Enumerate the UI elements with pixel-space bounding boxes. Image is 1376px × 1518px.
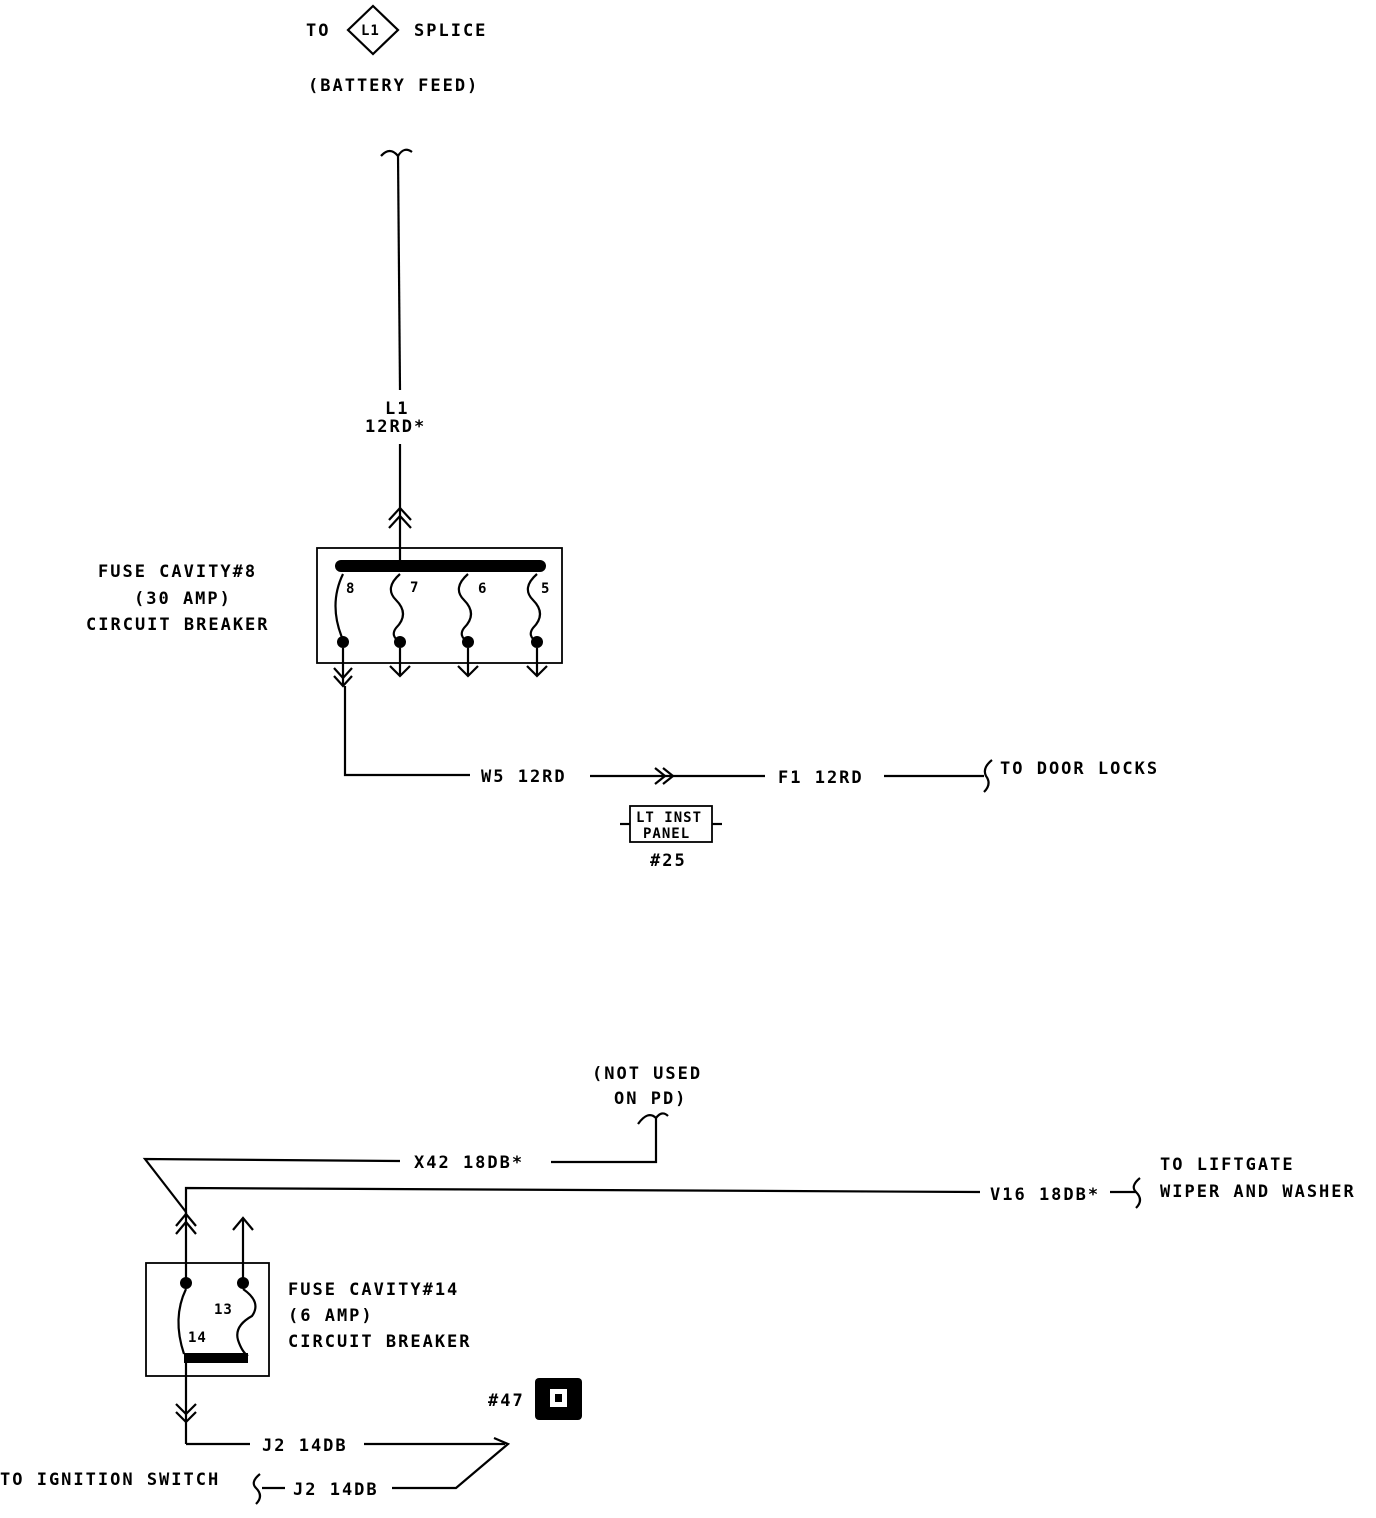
splice-diamond-icon bbox=[346, 4, 400, 56]
wire-end-mark-v16 bbox=[1132, 1177, 1142, 1209]
not-used-line2: ON PD) bbox=[614, 1089, 687, 1109]
wire-j2-top-spec: J2 14DB bbox=[262, 1436, 348, 1456]
wire-x42-left bbox=[142, 1157, 401, 1213]
fuse14-line2: (6 AMP) bbox=[288, 1306, 374, 1326]
fuse14-terminal-14: 14 bbox=[188, 1330, 207, 1346]
fuse8-line1: FUSE CAVITY#8 bbox=[98, 562, 257, 582]
splice-label-text: SPLICE bbox=[414, 21, 487, 41]
wire-f1-spec: F1 12RD bbox=[778, 768, 864, 788]
wire-end-mark-j2 bbox=[252, 1473, 262, 1505]
splice-to-text: TO bbox=[306, 21, 330, 41]
ignition-text: TO IGNITION SWITCH bbox=[0, 1470, 220, 1490]
fuse14-line3: CIRCUIT BREAKER bbox=[288, 1332, 472, 1352]
lt-panel-line1: LT INST bbox=[636, 810, 702, 826]
wire-w5-left bbox=[343, 686, 470, 777]
inline-connector-icon bbox=[654, 767, 675, 785]
lt-panel-box bbox=[620, 805, 722, 843]
fuse8-terminal-7: 7 bbox=[410, 580, 419, 596]
wire-v16-spec: V16 18DB* bbox=[990, 1185, 1100, 1205]
fuse14-line1: FUSE CAVITY#14 bbox=[288, 1280, 459, 1300]
wire-end-mark bbox=[983, 759, 993, 793]
fuse8-line2: (30 AMP) bbox=[134, 589, 232, 609]
connector47-label: #47 bbox=[488, 1391, 525, 1411]
wire-x42-right bbox=[551, 1118, 658, 1164]
fuse8-terminal-5: 5 bbox=[541, 581, 550, 597]
fuse8-terminal-8: 8 bbox=[346, 581, 355, 597]
lt-panel-line2: PANEL bbox=[643, 826, 690, 842]
wire-x42-spec: X42 18DB* bbox=[414, 1153, 524, 1173]
wire-j2-bottom-spec: J2 14DB bbox=[293, 1480, 379, 1500]
wire-l1-id: L1 bbox=[385, 399, 409, 419]
wire-l1-upper bbox=[396, 153, 402, 391]
fuse14-box bbox=[145, 1212, 270, 1444]
wire-w5-spec: W5 12RD bbox=[481, 767, 567, 787]
door-locks-text: TO DOOR LOCKS bbox=[1000, 759, 1159, 779]
wire-v16 bbox=[184, 1186, 981, 1214]
lt-panel-number: #25 bbox=[650, 851, 687, 871]
liftgate-line1: TO LIFTGATE bbox=[1160, 1155, 1295, 1175]
fuse8-line3: CIRCUIT BREAKER bbox=[86, 615, 270, 635]
connector-arrow-icon bbox=[388, 506, 412, 529]
battery-feed-text: (BATTERY FEED) bbox=[308, 76, 479, 96]
connector47-icon bbox=[535, 1378, 582, 1420]
wire-l1-spec: 12RD* bbox=[365, 417, 426, 437]
splice-id-text: L1 bbox=[361, 23, 380, 39]
wire-break-mark bbox=[380, 148, 413, 158]
wire-j2-joint bbox=[392, 1436, 511, 1490]
wire-break-mark-x42 bbox=[637, 1112, 669, 1125]
fuse8-box bbox=[316, 547, 563, 688]
fuse14-terminal-13: 13 bbox=[214, 1302, 233, 1318]
fuse8-terminal-6: 6 bbox=[478, 581, 487, 597]
liftgate-line2: WIPER AND WASHER bbox=[1160, 1182, 1356, 1202]
not-used-line1: (NOT USED bbox=[592, 1064, 702, 1084]
